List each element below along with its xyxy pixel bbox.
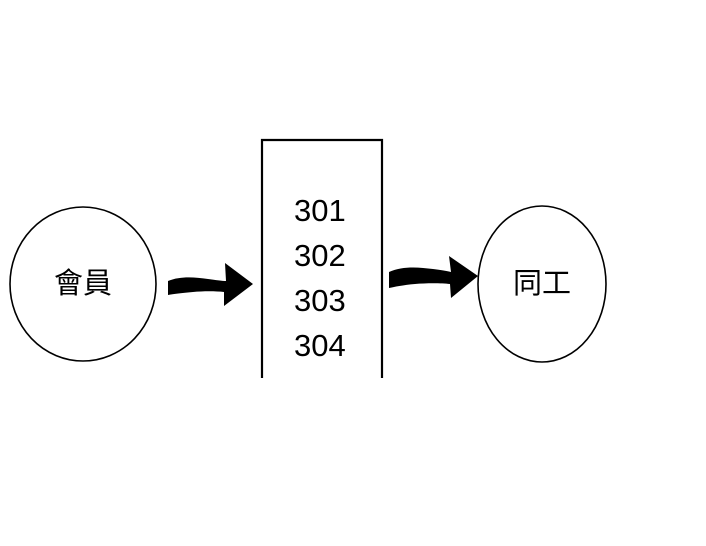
list-item[interactable]: 302 xyxy=(294,238,346,273)
node-ellipse-source[interactable] xyxy=(9,206,157,362)
node-label-source: 會員 xyxy=(53,268,112,300)
process-box-open-bottom[interactable] xyxy=(260,138,384,378)
list-item[interactable]: 304 xyxy=(294,328,346,363)
list-item[interactable]: 303 xyxy=(294,283,346,318)
arrow-right-icon-1[interactable] xyxy=(168,263,253,306)
node-label-target: 同工 xyxy=(512,268,571,300)
arrow-right-icon-2[interactable] xyxy=(389,256,478,298)
node-ellipse-target[interactable] xyxy=(477,205,607,363)
list-item[interactable]: 301 xyxy=(294,193,346,228)
